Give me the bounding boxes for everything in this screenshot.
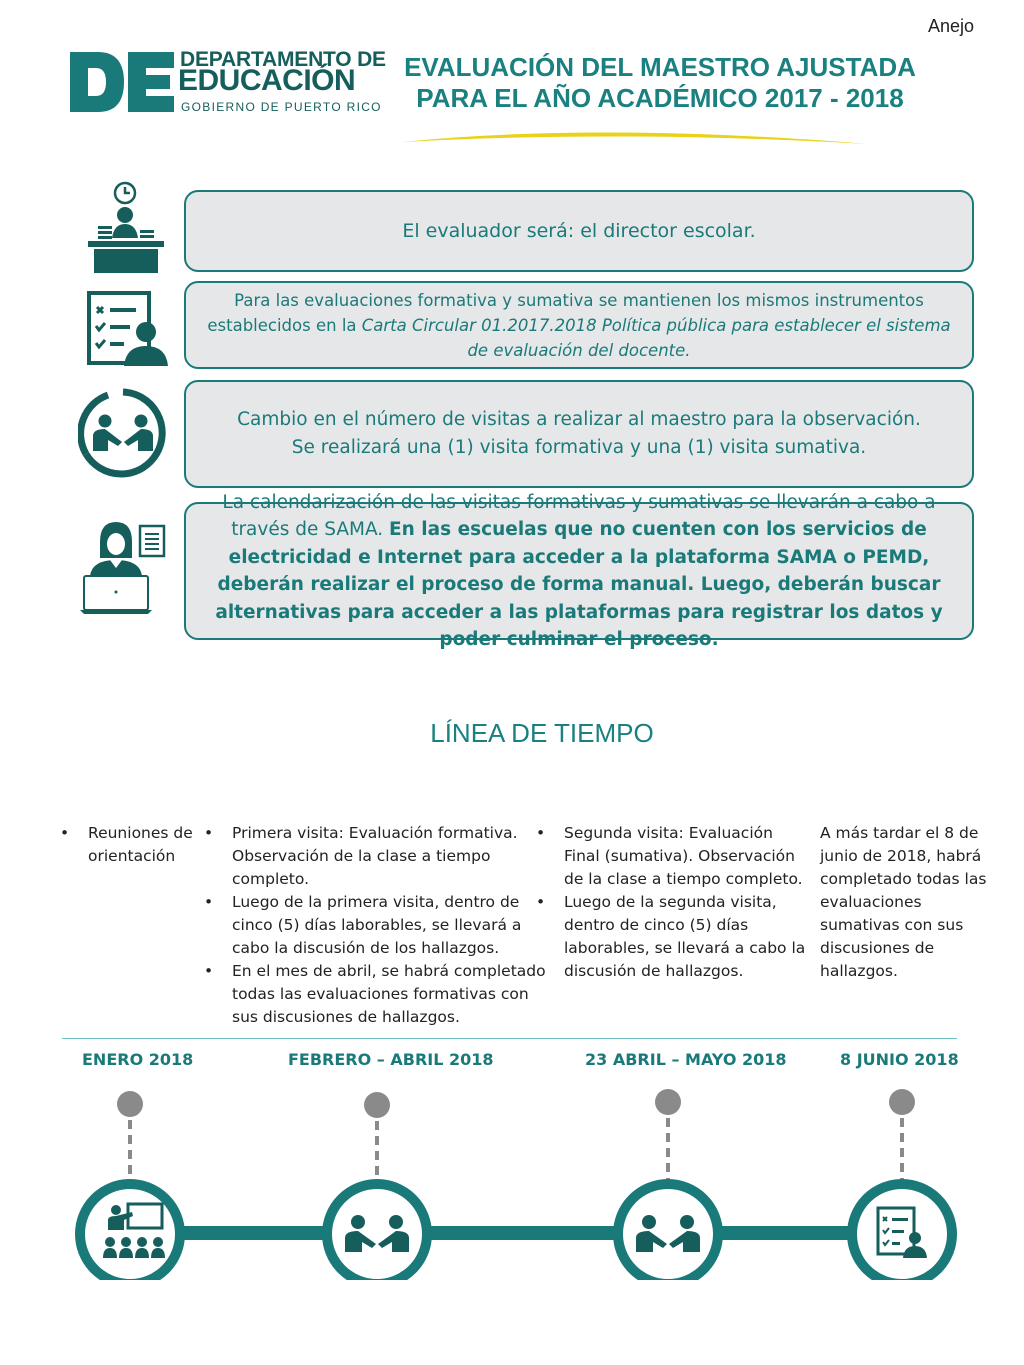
timeline-title: LÍNEA DE TIEMPO xyxy=(430,718,654,748)
period-label-abril-mayo: 23 ABRIL – MAYO 2018 xyxy=(585,1050,787,1069)
person-laptop-icon xyxy=(80,522,166,614)
period-label-enero: ENERO 2018 xyxy=(82,1050,194,1069)
timeline-column-2: Primera visita: Evaluación formativa. Ob… xyxy=(204,822,546,1029)
timeline-marker-2 xyxy=(364,1092,390,1180)
timeline-column-4-text: A más tardar el 8 de junio de 2018, habr… xyxy=(820,824,987,980)
checklist-person-icon xyxy=(847,1179,957,1280)
timeline-divider xyxy=(62,1038,957,1039)
list-item: Luego de la primera visita, dentro de ci… xyxy=(204,891,546,960)
info-box-visits: Cambio en el número de visitas a realiza… xyxy=(184,380,974,488)
info-box-evaluator: El evaluador será: el director escolar. xyxy=(184,190,974,272)
info-box-visits-line-1: Cambio en el número de visitas a realiza… xyxy=(237,409,921,430)
timeline-track xyxy=(75,1089,957,1280)
list-item: Reuniones de orientación xyxy=(60,822,200,868)
list-item: Primera visita: Evaluación formativa. Ob… xyxy=(204,822,546,891)
period-label-junio: 8 JUNIO 2018 xyxy=(840,1050,959,1069)
checklist-person-icon xyxy=(87,291,168,366)
page-title-line-2: PARA EL AÑO ACADÉMICO 2017 - 2018 xyxy=(416,83,904,113)
timeline-column-4: A más tardar el 8 de junio de 2018, habr… xyxy=(820,822,1000,983)
de-logo-mark xyxy=(70,52,174,112)
corner-label: Anejo xyxy=(927,16,974,36)
info-box-scheduling-text: La calendarización de las visitas format… xyxy=(222,491,936,541)
department-logo: DEPARTAMENTO DE EDUCACIÓN GOBIERNO DE PU… xyxy=(68,48,386,118)
carta-circular-reference: Carta Circular 01.2017.2018 Política púb… xyxy=(361,315,951,360)
logo-line-3: GOBIERNO DE PUERTO RICO xyxy=(181,100,382,114)
info-box-instruments: Para las evaluaciones formativa y sumati… xyxy=(184,281,974,369)
handshake-circle-icon xyxy=(78,388,166,478)
page-title: EVALUACIÓN DEL MAESTRO AJUSTADA PARA EL … xyxy=(380,52,940,114)
logo-line-1: DEPARTAMENTO DE xyxy=(180,48,386,71)
logo-line-2: EDUCACIÓN xyxy=(178,64,356,97)
info-box-evaluator-text: El evaluador será: el director escolar. xyxy=(402,220,756,242)
timeline-bar xyxy=(130,1226,902,1240)
info-box-scheduling: La calendarización de las visitas format… xyxy=(184,492,974,650)
timeline-column-1: Reuniones de orientación xyxy=(60,822,200,868)
timeline-marker-4 xyxy=(889,1089,915,1180)
teacher-desk-icon xyxy=(88,181,164,273)
yellow-swoosh-decoration xyxy=(402,132,868,144)
page-title-line-1: EVALUACIÓN DEL MAESTRO AJUSTADA xyxy=(404,52,916,82)
info-box-visits-line-2: Se realizará una (1) visita formativa y … xyxy=(291,437,867,458)
timeline-marker-3 xyxy=(655,1089,681,1180)
list-item: Luego de la segunda visita, dentro de ci… xyxy=(536,891,812,983)
handshake-icon xyxy=(322,1179,432,1280)
info-box-scheduling-emphasis: En las escuelas que no cuenten con los s… xyxy=(215,519,943,650)
list-item: En el mes de abril, se habrá completado … xyxy=(204,960,546,1029)
list-item: Segunda visita: Evaluación Final (sumati… xyxy=(536,822,812,891)
timeline-marker-1 xyxy=(117,1091,143,1180)
timeline-column-3: Segunda visita: Evaluación Final (sumati… xyxy=(536,822,812,983)
period-label-febrero-abril: FEBRERO – ABRIL 2018 xyxy=(288,1050,494,1069)
handshake-icon xyxy=(613,1179,723,1280)
info-box-instruments-text: Para las evaluaciones formativa y sumati… xyxy=(207,290,924,335)
presentation-audience-icon xyxy=(75,1179,185,1280)
